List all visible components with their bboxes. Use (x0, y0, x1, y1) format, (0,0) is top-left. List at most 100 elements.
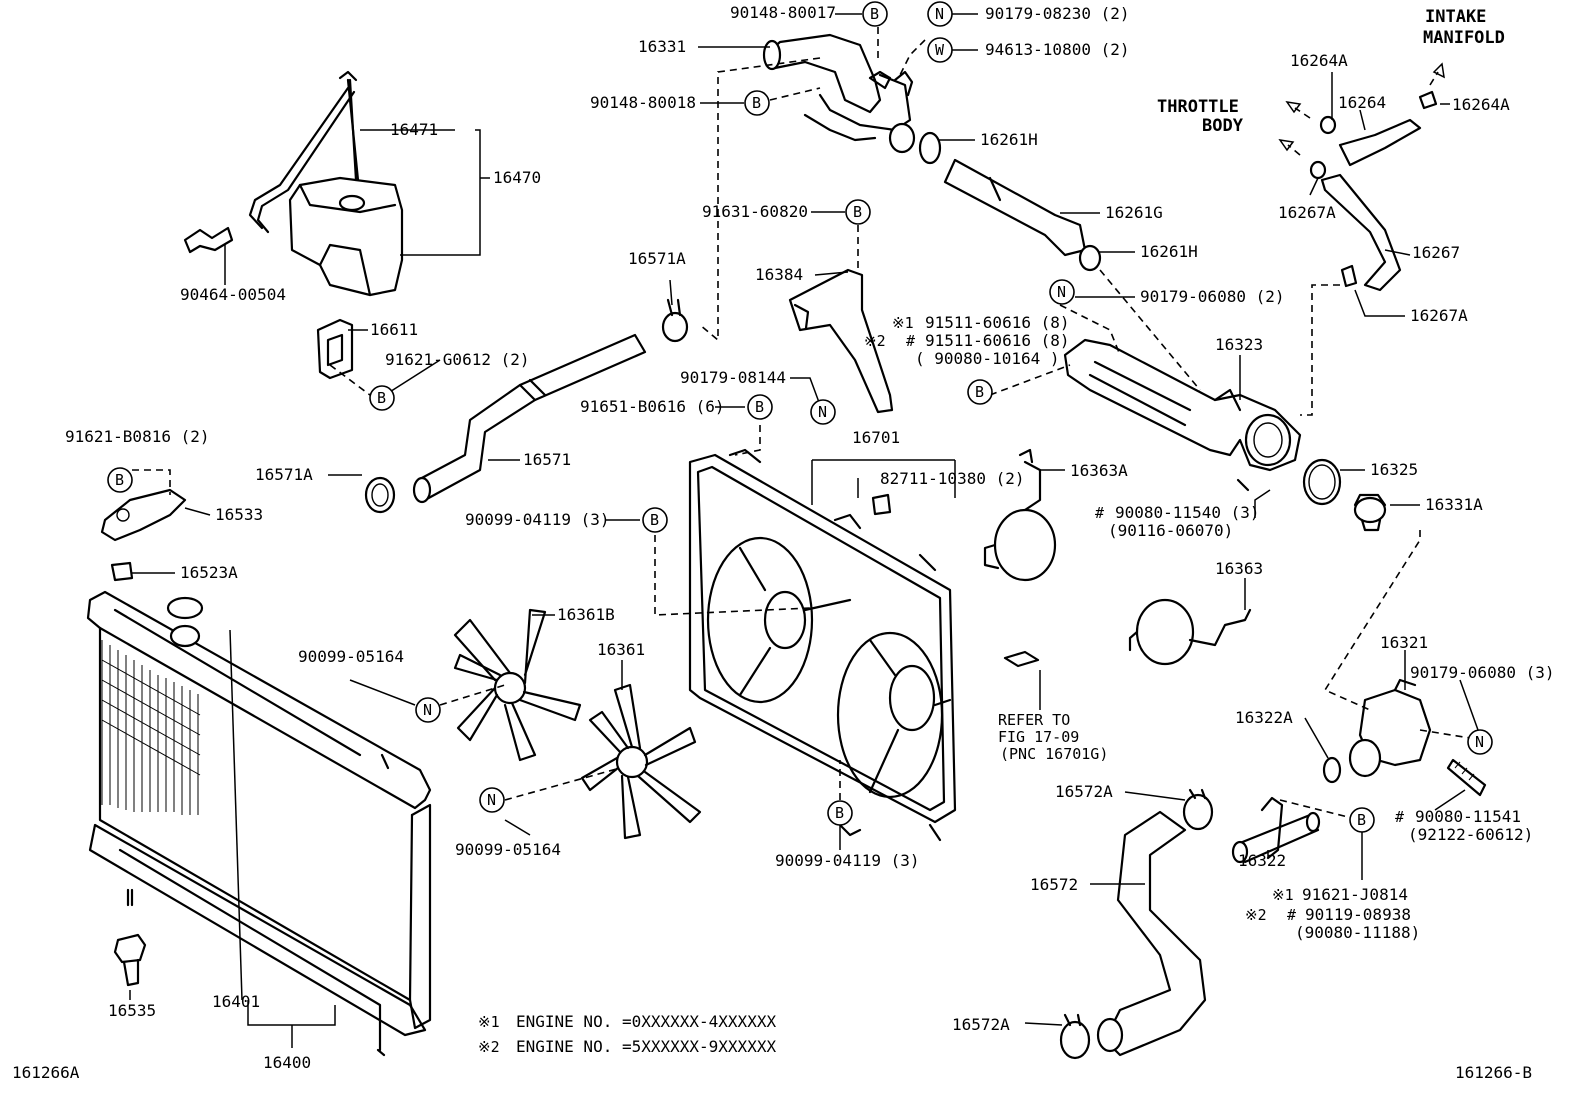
direction-arrows (1278, 62, 1445, 156)
label-16264: 16264 (1338, 93, 1386, 112)
svg-text:B: B (870, 5, 879, 23)
svg-text:※1: ※1 (892, 314, 914, 332)
note-refer-1: REFER TO (998, 711, 1070, 729)
gasket-16322A (1322, 756, 1342, 784)
svg-text:#: # (906, 332, 915, 350)
note-refer-2: FIG 17-09 (998, 728, 1079, 746)
marker-b-7: B (107, 467, 133, 493)
svg-text:N: N (935, 5, 944, 23)
part-labels: 16331 90148-80017 90148-80018 90179-0823… (65, 3, 1555, 1072)
label-16322A: 16322A (1235, 708, 1293, 727)
svg-text:※2: ※2 (864, 332, 886, 350)
marker-b-3: B (845, 199, 871, 225)
note-throttle-1: THROTTLE (1157, 97, 1239, 117)
water-inlet-16321 (1348, 678, 1432, 778)
cap-16523A (110, 561, 134, 582)
label-16261H-b: 16261H (1140, 242, 1198, 261)
label-82711-10380: 82711-10380 (2) (880, 469, 1025, 488)
label-91511-60616-2: 91511-60616 (8) (925, 331, 1070, 350)
label-90119-08938: 90119-08938 (1305, 905, 1411, 924)
clip-82711 (871, 493, 892, 516)
svg-text:N: N (1475, 733, 1484, 751)
marker-b-5: B (369, 385, 395, 411)
label-16572: 16572 (1030, 875, 1078, 894)
clamp-16572A-lower (1059, 1013, 1091, 1060)
water-pipe-16322 (1231, 796, 1321, 864)
label-16331A: 16331A (1425, 495, 1483, 514)
svg-text:#: # (1095, 504, 1104, 522)
label-90099-05164-a: 90099-05164 (298, 647, 404, 666)
legend-mark-2: ※2 (478, 1038, 500, 1056)
label-16331: 16331 (638, 37, 686, 56)
label-90080-11541: 90080-11541 (1415, 807, 1521, 826)
label-90148-80018: 90148-80018 (590, 93, 696, 112)
marker-b-9: B (827, 800, 853, 826)
label-91621-J0814: 91621-J0814 (1302, 885, 1408, 904)
label-16533: 16533 (215, 505, 263, 524)
label-16572A-b: 16572A (952, 1015, 1010, 1034)
svg-text:※1: ※1 (1272, 886, 1294, 904)
label-90099-04119-a: 90099-04119 (3) (465, 510, 610, 529)
svg-text:B: B (853, 203, 862, 221)
drain-plug-16535 (113, 933, 147, 987)
label-91651-B0616: 91651-B0616 (6) (580, 397, 725, 416)
hose-16267 (1320, 173, 1402, 292)
label-91511-60616-1: 91511-60616 (8) (925, 313, 1070, 332)
svg-text:#: # (1395, 808, 1404, 826)
svg-text:B: B (975, 383, 984, 401)
label-90148-80017: 90148-80017 (730, 3, 836, 22)
clamp-16261H-lower (1078, 244, 1102, 272)
radiator-hose-16571 (412, 333, 647, 504)
legend-mark-1: ※1 (478, 1013, 500, 1031)
note-throttle-2: BODY (1202, 116, 1244, 136)
leader-lines (129, 13, 1479, 1048)
svg-text:W: W (935, 41, 945, 59)
clamp-16572A-upper (1182, 788, 1214, 831)
clamp-16571A-lower (364, 476, 396, 514)
label-91631-60820: 91631-60820 (702, 202, 808, 221)
label-91621-G0612: 91621-G0612 (2) (385, 350, 530, 369)
label-16701: 16701 (852, 428, 900, 447)
footer-right-code: 161266-B (1455, 1063, 1532, 1082)
label-16611: 16611 (370, 320, 418, 339)
marker-n-4: N (415, 697, 441, 723)
fan-16361B (453, 608, 582, 762)
label-90116-06070: (90116-06070) (1108, 521, 1233, 540)
legend-line-2: ENGINE NO. =5XXXXXX-9XXXXXX (516, 1037, 776, 1056)
label-16267A-a: 16267A (1278, 203, 1336, 222)
bracket-16384 (788, 268, 894, 414)
label-90179-06080-b: 90179-06080 (3) (1410, 663, 1555, 682)
note-intake-2: MANIFOLD (1423, 28, 1505, 48)
label-16261G: 16261G (1105, 203, 1163, 222)
hose-16261G (943, 158, 1087, 257)
engine-legend: ※1 ENGINE NO. =0XXXXXX-4XXXXXX ※2 ENGINE… (478, 1012, 776, 1056)
marker-n-3: N (810, 399, 836, 425)
label-16471: 16471 (390, 120, 438, 139)
notes: INTAKE MANIFOLD THROTTLE BODY REFER TO F… (998, 7, 1505, 763)
bracket-16611 (316, 318, 354, 380)
label-16325: 16325 (1370, 460, 1418, 479)
label-16401: 16401 (212, 992, 260, 1011)
label-16322: 16322 (1238, 851, 1286, 870)
hose-16264 (1338, 118, 1422, 167)
label-16523A: 16523A (180, 563, 238, 582)
label-16267: 16267 (1412, 243, 1460, 262)
marker-n-5: N (1467, 729, 1493, 755)
footer-left-code: 161266A (12, 1063, 80, 1082)
svg-text:#: # (1287, 906, 1296, 924)
thermostat-16331A (1353, 493, 1387, 532)
label-90080-10164: ( 90080-10164 ) (915, 349, 1060, 368)
bracket-16533 (100, 488, 187, 542)
fan-motor-16363 (1128, 598, 1252, 666)
tag-16701G (1003, 650, 1040, 668)
svg-text:N: N (423, 701, 432, 719)
marker-b-8: B (642, 507, 668, 533)
lower-hose-16572 (1096, 810, 1207, 1057)
label-90080-11188: (90080-11188) (1295, 923, 1420, 942)
reservoir-tank (248, 70, 404, 297)
svg-text:N: N (818, 403, 827, 421)
label-16267A-b: 16267A (1410, 306, 1468, 325)
svg-text:B: B (115, 471, 124, 489)
note-refer-3: (PNC 16701G) (1000, 745, 1108, 763)
label-16572A-a: 16572A (1055, 782, 1113, 801)
